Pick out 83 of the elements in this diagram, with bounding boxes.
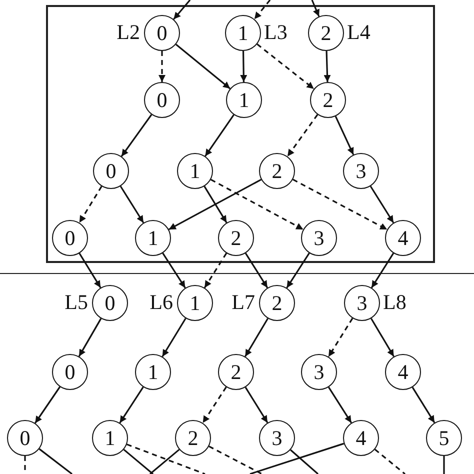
level-label: L6 (150, 292, 173, 313)
level-label: L5 (64, 292, 88, 313)
arrow (324, 50, 331, 82)
arrow (210, 178, 304, 230)
arrow (175, 44, 231, 90)
arrow (78, 318, 102, 357)
level-label: L2 (116, 22, 140, 43)
arrow (328, 386, 352, 424)
connector-line (126, 444, 206, 474)
state-circle: 2 (310, 82, 346, 118)
arrow (120, 186, 144, 224)
state-circle: 0 (52, 354, 88, 390)
arrow (256, 44, 314, 90)
state-circle: 0 (144, 15, 180, 51)
arrow (173, 0, 191, 20)
state-circle: 2 (218, 220, 254, 256)
arrow (244, 252, 268, 288)
frame-box (46, 5, 435, 263)
arrow (370, 252, 394, 288)
arrow (78, 252, 102, 288)
level-label: L3 (264, 22, 288, 43)
state-circle: 3 (301, 354, 337, 390)
state-circle: 1 (225, 15, 261, 51)
connector-line (149, 448, 180, 474)
state-circle: 1 (177, 285, 213, 321)
state-circle: 1 (226, 82, 262, 118)
arrow (328, 318, 354, 358)
state-circle: 0 (93, 153, 129, 189)
arrow (204, 252, 228, 288)
state-circle: 1 (92, 420, 128, 456)
state-circle: 0 (7, 420, 43, 456)
arrow (370, 318, 394, 357)
state-circle: 2 (308, 15, 344, 51)
arrow (292, 178, 388, 230)
state-circle: 4 (385, 354, 421, 390)
state-circle: 0 (52, 220, 88, 256)
state-circle: 3 (343, 153, 379, 189)
arrow (311, 0, 320, 17)
arrow (204, 186, 228, 224)
state-circle: 2 (175, 420, 211, 456)
level-label: L8 (383, 292, 406, 313)
arrow (158, 51, 166, 82)
arrow (168, 178, 262, 230)
connector-line (38, 448, 72, 474)
arrow (412, 386, 436, 424)
arrow (286, 252, 310, 288)
connector-line (208, 446, 262, 474)
level-label: L4 (347, 22, 370, 43)
connector-line (123, 448, 154, 474)
arrow (120, 114, 152, 157)
arrow (244, 318, 268, 357)
arrow (162, 318, 186, 358)
state-circle: 3 (259, 420, 295, 456)
state-circle: 2 (259, 285, 295, 321)
connector-line (250, 442, 344, 474)
state-circle: 0 (92, 285, 128, 321)
arrow (78, 186, 102, 224)
state-circle: 1 (177, 153, 213, 189)
arrow (119, 386, 144, 424)
arrow (34, 386, 61, 424)
arrow (334, 116, 354, 156)
arrow (254, 0, 271, 20)
arrow (240, 50, 248, 82)
state-circle: 1 (135, 220, 171, 256)
state-circle: 3 (301, 220, 337, 256)
state-circle: 2 (259, 153, 295, 189)
state-circle: 2 (218, 354, 254, 390)
state-circle: 1 (135, 354, 171, 390)
arrow (204, 114, 234, 157)
arrow (244, 386, 268, 424)
connector-line (443, 456, 445, 474)
arrow (286, 114, 318, 157)
arrow (202, 386, 227, 424)
state-circle: 0 (144, 82, 180, 118)
level-label: L7 (232, 292, 255, 313)
arrow (162, 252, 186, 288)
state-circle: 4 (343, 420, 379, 456)
state-circle: 5 (426, 420, 462, 456)
connector-line (290, 449, 319, 474)
state-circle: 3 (344, 285, 380, 321)
state-circle: 4 (385, 220, 421, 256)
arrow (370, 186, 394, 224)
connector-line (374, 448, 406, 474)
